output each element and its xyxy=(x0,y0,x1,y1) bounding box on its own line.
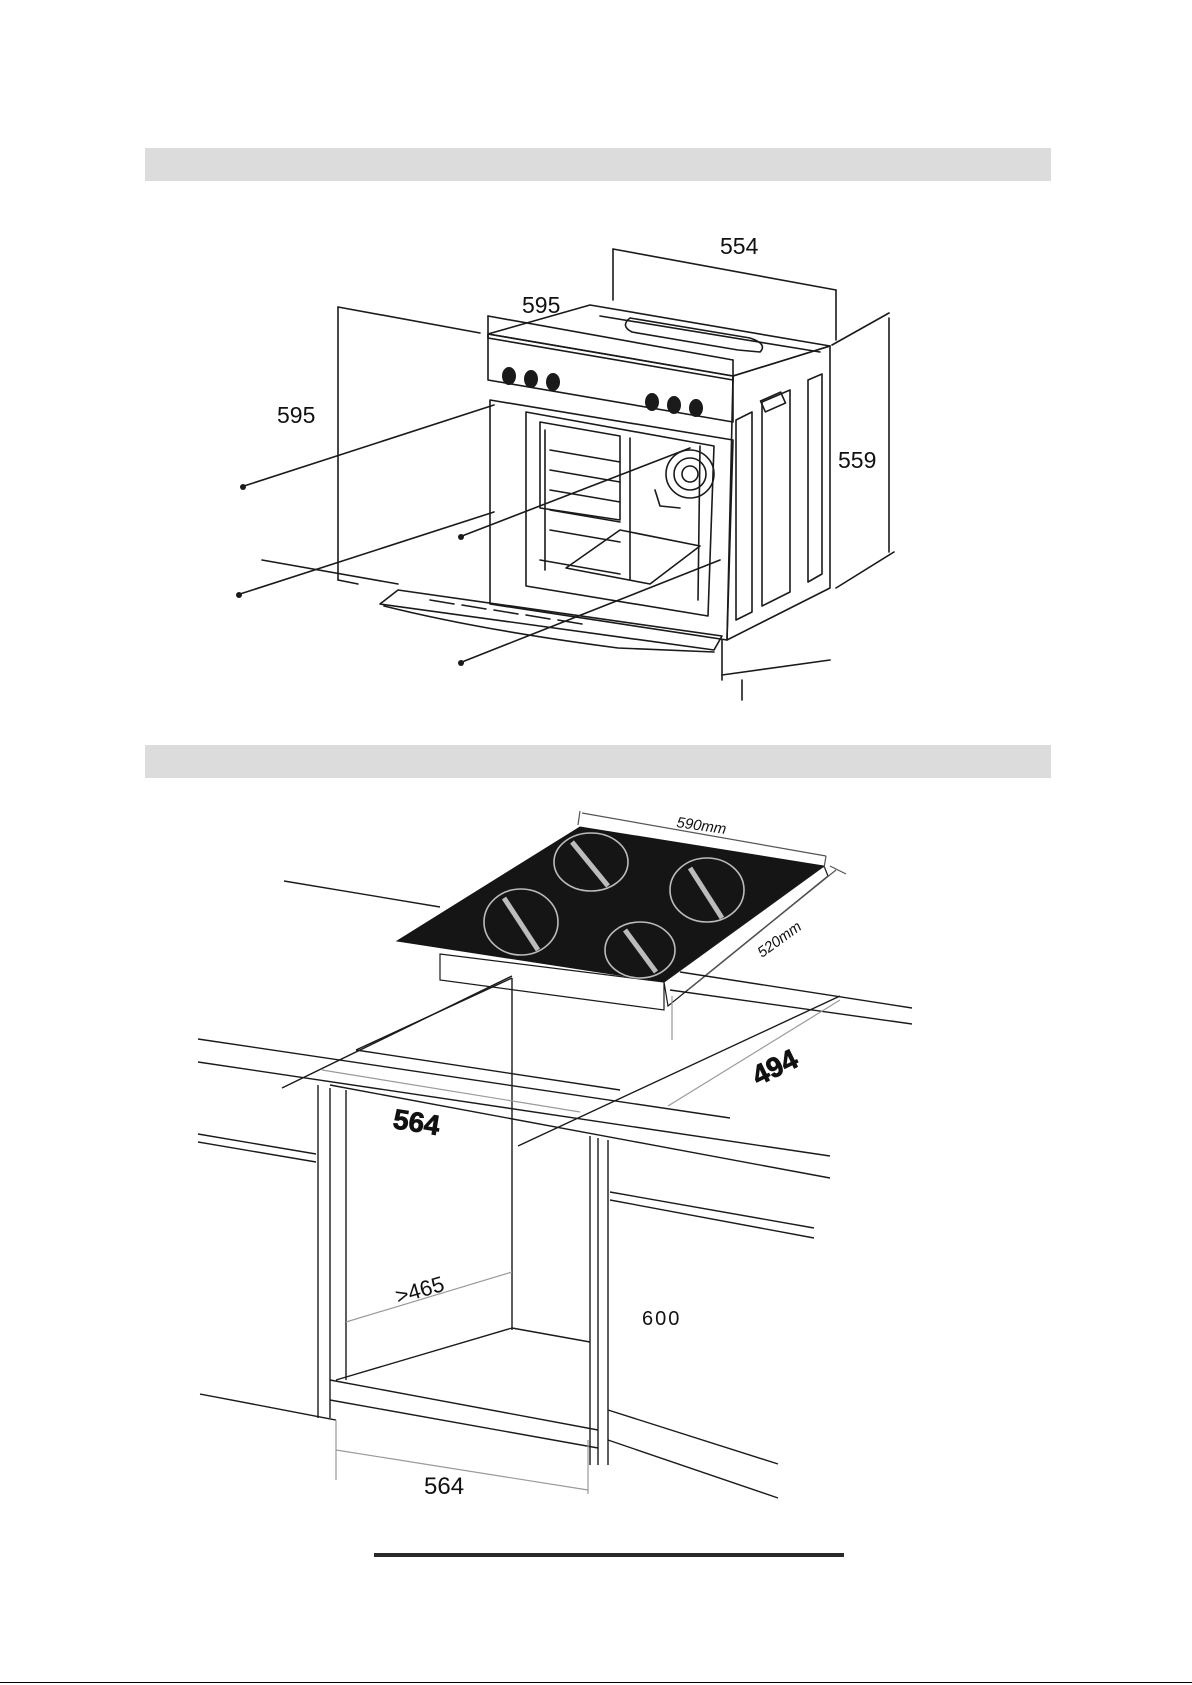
oven-dimension-diagram: 554 595 595 559 xyxy=(0,0,1192,720)
dim-label-595-height: 595 xyxy=(277,402,315,428)
dim-line-595-height xyxy=(338,307,480,584)
cooking-zone-front-left-icon xyxy=(484,889,558,955)
cooking-zone-rear-left-icon xyxy=(554,833,628,891)
oven-door-open xyxy=(380,590,722,652)
oven-side-panel xyxy=(727,346,830,640)
footer-rule xyxy=(374,1553,844,1557)
section-header-bar-hob xyxy=(145,745,1051,778)
dim-label-600: 600 xyxy=(642,1308,681,1330)
hob-glass-top xyxy=(397,827,828,1010)
dim-label-595-width: 595 xyxy=(522,292,560,318)
dim-label-494: 494 xyxy=(747,1043,803,1092)
countertop-cabinet-lines xyxy=(198,881,912,1498)
dim-label-564-top: 564 xyxy=(391,1103,442,1141)
knobs-left xyxy=(502,367,560,391)
dim-line-595-width xyxy=(488,316,733,382)
dim-label-564-bottom: 564 xyxy=(424,1473,464,1500)
knobs-right xyxy=(645,393,703,417)
dim-line-554 xyxy=(613,249,836,340)
dim-label-554: 554 xyxy=(720,233,759,259)
cooking-zones xyxy=(484,833,744,978)
cooking-zone-rear-right-icon xyxy=(670,858,744,922)
cutout-dimension-lines xyxy=(322,996,840,1494)
cooking-zone-front-right-icon xyxy=(605,922,675,978)
mounting-screws xyxy=(240,405,720,662)
dim-label-520mm: 520mm xyxy=(754,918,804,961)
dim-label-559: 559 xyxy=(838,447,876,473)
oven-base-lines xyxy=(722,640,830,700)
dim-label-590mm: 590mm xyxy=(675,814,727,838)
hob-dimension-lines xyxy=(578,811,846,990)
dim-label-465: >465 xyxy=(392,1271,447,1309)
page-bottom-edge xyxy=(0,1682,1192,1683)
